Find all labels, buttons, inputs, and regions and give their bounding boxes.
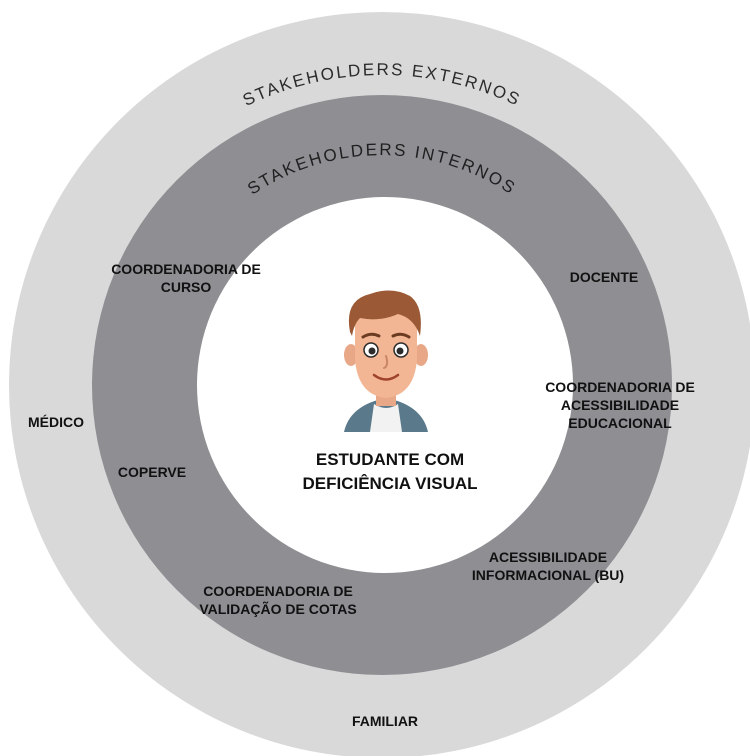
label-coordenadoria-curso: COORDENADORIA DE CURSO xyxy=(111,261,261,295)
label-docente: DOCENTE xyxy=(569,269,639,285)
label-familiar: FAMILIAR xyxy=(351,713,419,729)
student-avatar-icon xyxy=(344,290,428,432)
label-coordenadoria-acessibilidade: COORDENADORIA DE ACESSIBILIDADE EDUCACIO… xyxy=(545,379,695,431)
label-coperve: COPERVE xyxy=(117,464,187,480)
label-coordenadoria-cotas: COORDENADORIA DE VALIDAÇÃO DE COTAS xyxy=(199,583,357,617)
label-medico: MÉDICO xyxy=(28,414,84,430)
center-title: ESTUDANTE COM DEFICIÊNCIA VISUAL xyxy=(302,450,478,493)
label-acessibilidade-bu: ACESSIBILIDADE INFORMACIONAL (BU) xyxy=(471,549,625,583)
